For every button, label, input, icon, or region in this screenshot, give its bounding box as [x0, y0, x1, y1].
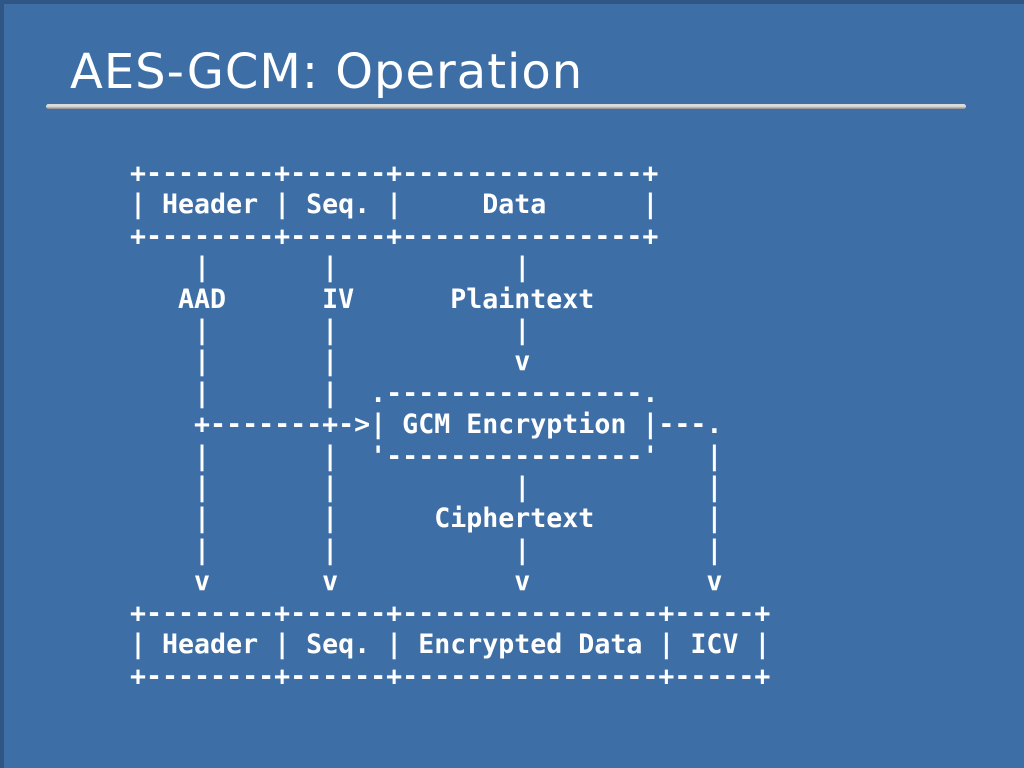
ascii-diagram: +--------+------+---------------+ | Head…	[130, 158, 771, 692]
page-title: AES-GCM: Operation	[70, 44, 584, 100]
slide-left-edge	[0, 0, 4, 768]
slide-top-edge	[0, 0, 1024, 4]
title-underline	[46, 104, 966, 109]
